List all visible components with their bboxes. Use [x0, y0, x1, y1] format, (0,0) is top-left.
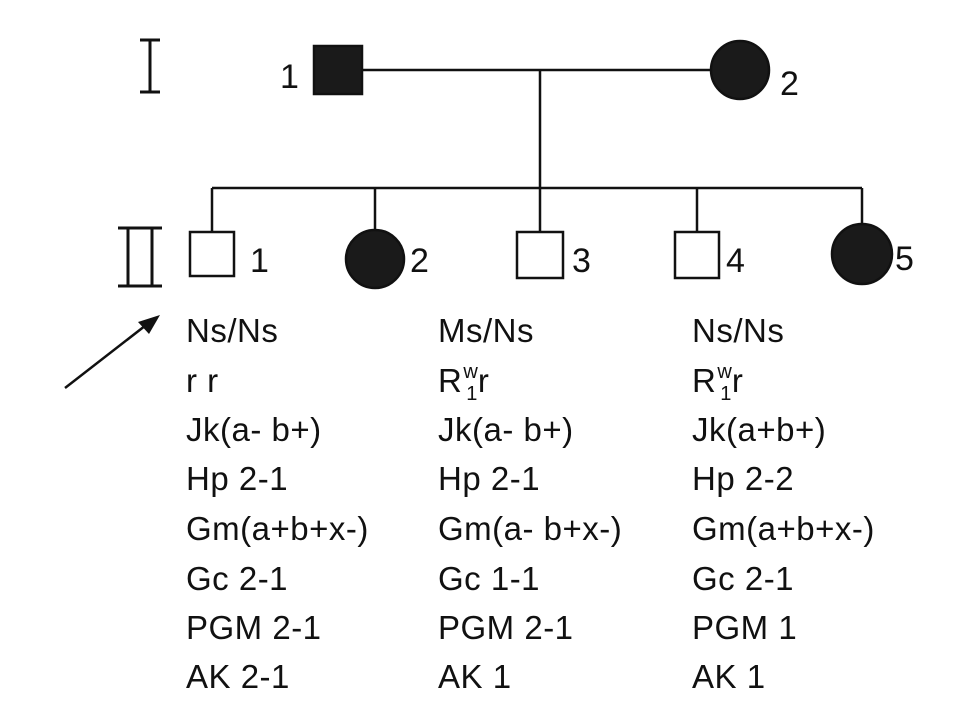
typing-II-4-gc: Gc 2-1	[692, 560, 795, 597]
typing-II-3-ak: AK 1	[438, 658, 512, 695]
typing-II-4-ak: AK 1	[692, 658, 766, 695]
rh-subscript: 1	[720, 383, 732, 405]
number-II-3: 3	[572, 242, 591, 280]
pedigree-lines	[210, 68, 864, 232]
typing-II-3-kidd: Jk(a- b+)	[438, 411, 574, 448]
individual-I-1-affected-male	[312, 44, 364, 96]
typing-II-3-pgm: PGM 2-1	[438, 609, 574, 646]
typing-II-1-pgm: PGM 2-1	[186, 609, 322, 646]
typing-II-4-kidd: Jk(a+b+)	[692, 411, 827, 448]
typing-II-4-rh: Rw1r	[692, 361, 744, 405]
typing-II-4-mns: Ns/Ns	[692, 312, 785, 349]
typing-II-3-hp: Hp 2-1	[438, 460, 541, 497]
generation-label-II	[118, 226, 162, 288]
typing-II-3-rh: Rw1r	[438, 361, 490, 405]
individual-II-3-male	[515, 230, 565, 280]
proband-arrow-icon	[64, 315, 160, 389]
typing-II-4-hp: Hp 2-2	[692, 460, 795, 497]
typing-II-1-hp: Hp 2-1	[186, 460, 289, 497]
typing-II-1-gc: Gc 2-1	[186, 560, 289, 597]
generation-label-I	[140, 38, 160, 94]
typing-II-1-kidd: Jk(a- b+)	[186, 411, 322, 448]
typing-II-3-gm: Gm(a- b+x-)	[438, 510, 623, 547]
rh-superscript: w	[717, 361, 733, 383]
number-II-2: 2	[410, 242, 429, 280]
typing-II-3-gc: Gc 1-1	[438, 560, 541, 597]
typing-II-1-rh: r r	[186, 362, 219, 399]
typing-II-1-mns: Ns/Ns	[186, 312, 279, 349]
rh-tail: r	[477, 362, 490, 399]
typing-II-1-gm: Gm(a+b+x-)	[186, 510, 369, 547]
rh-base: R	[692, 362, 717, 399]
number-I-1: 1	[280, 58, 299, 96]
rh-subscript: 1	[466, 383, 478, 405]
individual-II-1-male	[188, 230, 236, 278]
number-II-1: 1	[250, 242, 269, 280]
typing-II-1-ak: AK 2-1	[186, 658, 290, 695]
number-I-2: 2	[780, 65, 799, 103]
individual-II-2-affected-female	[344, 228, 406, 290]
typing-II-4-gm: Gm(a+b+x-)	[692, 510, 875, 547]
individual-I-2-affected-female	[709, 39, 771, 101]
rh-tail: r	[731, 362, 744, 399]
typing-II-3-mns: Ms/Ns	[438, 312, 534, 349]
rh-base: R	[438, 362, 463, 399]
rh-superscript: w	[463, 361, 479, 383]
number-II-4: 4	[726, 242, 745, 280]
individual-II-4-male	[673, 230, 721, 280]
typing-II-4-pgm: PGM 1	[692, 609, 798, 646]
individual-II-5-affected-female	[830, 222, 894, 286]
number-II-5: 5	[895, 240, 914, 278]
